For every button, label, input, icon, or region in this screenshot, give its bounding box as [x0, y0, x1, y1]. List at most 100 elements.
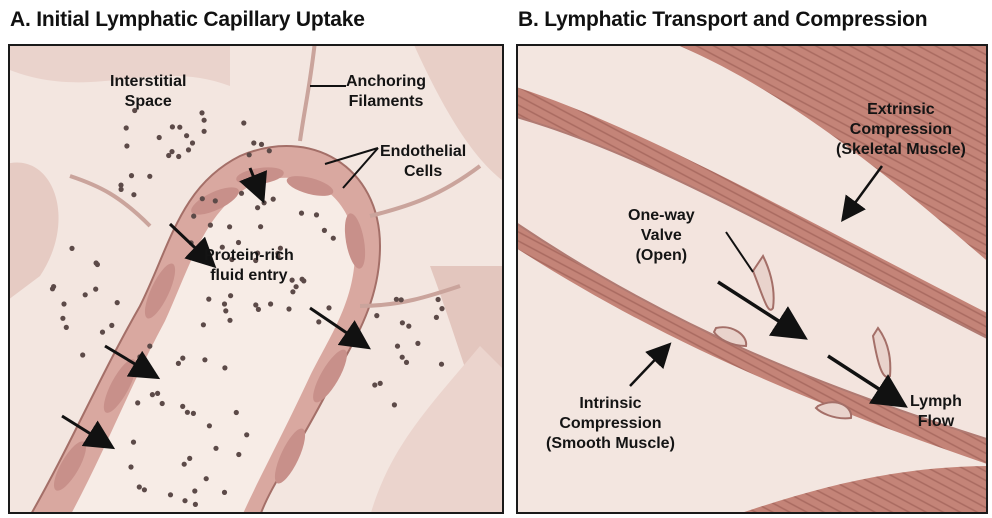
protein-particle — [228, 293, 233, 298]
skeletal-muscle — [718, 466, 988, 514]
protein-particle — [69, 246, 74, 251]
protein-particle — [207, 423, 212, 428]
protein-particle — [109, 323, 114, 328]
protein-particle — [322, 228, 327, 233]
protein-particle — [223, 308, 228, 313]
protein-particle — [290, 289, 295, 294]
protein-particle — [222, 301, 227, 306]
protein-particle — [168, 492, 173, 497]
protein-particle — [177, 125, 182, 130]
protein-particle — [244, 432, 249, 437]
protein-particle — [331, 236, 336, 241]
protein-particle — [439, 306, 444, 311]
protein-particle — [142, 487, 147, 492]
protein-particle — [80, 352, 85, 357]
protein-particle — [186, 147, 191, 152]
protein-particle — [436, 297, 441, 302]
protein-particle — [255, 205, 260, 210]
protein-particle — [294, 284, 299, 289]
protein-particle — [129, 173, 134, 178]
protein-particle — [300, 277, 305, 282]
protein-particle — [251, 140, 256, 145]
protein-particle — [206, 297, 211, 302]
protein-particle — [372, 382, 377, 387]
protein-particle — [191, 214, 196, 219]
label-endothelial-cells: EndothelialCells — [380, 142, 466, 182]
protein-particle — [185, 410, 190, 415]
protein-particle — [150, 392, 155, 397]
protein-particle — [137, 484, 142, 489]
protein-particle — [64, 325, 69, 330]
protein-particle — [135, 400, 140, 405]
protein-particle — [236, 240, 241, 245]
protein-particle — [262, 200, 267, 205]
extrinsic-compression-arrow — [844, 166, 882, 218]
protein-particle — [166, 153, 171, 158]
protein-particle — [184, 133, 189, 138]
protein-particle — [202, 357, 207, 362]
protein-particle — [155, 391, 160, 396]
panel-a-title: A. Initial Lymphatic Capillary Uptake — [10, 8, 365, 32]
protein-particle — [208, 223, 213, 228]
protein-particle — [222, 365, 227, 370]
protein-particle — [399, 297, 404, 302]
protein-particle — [83, 292, 88, 297]
protein-particle — [267, 148, 272, 153]
protein-particle — [204, 476, 209, 481]
protein-particle — [202, 129, 207, 134]
protein-particle — [201, 322, 206, 327]
protein-particle — [202, 118, 207, 123]
protein-particle — [395, 344, 400, 349]
protein-particle — [187, 456, 192, 461]
protein-particle — [256, 307, 261, 312]
panel-a-illustration: InterstitialSpace AnchoringFilaments End… — [8, 44, 504, 514]
protein-particle — [378, 381, 383, 386]
protein-particle — [200, 196, 205, 201]
protein-particle — [93, 287, 98, 292]
protein-particle — [176, 154, 181, 159]
protein-particle — [128, 464, 133, 469]
protein-particle — [236, 452, 241, 457]
anchoring-filament — [70, 176, 150, 226]
protein-particle — [213, 198, 218, 203]
protein-particle — [271, 197, 276, 202]
protein-particle — [227, 318, 232, 323]
protein-particle — [157, 135, 162, 140]
protein-particle — [192, 488, 197, 493]
protein-particle — [374, 313, 379, 318]
intrinsic-compression-arrow — [630, 346, 668, 386]
protein-particle — [299, 211, 304, 216]
protein-particle — [415, 341, 420, 346]
protein-particle — [406, 324, 411, 329]
protein-particle — [234, 410, 239, 415]
protein-particle — [400, 355, 405, 360]
protein-particle — [222, 490, 227, 495]
protein-particle — [50, 286, 55, 291]
protein-particle — [239, 191, 244, 196]
protein-particle — [439, 362, 444, 367]
protein-particle — [190, 140, 195, 145]
protein-particle — [147, 174, 152, 179]
tissue-strand — [10, 163, 59, 306]
protein-particle — [61, 301, 66, 306]
label-anchoring-filaments: AnchoringFilaments — [346, 72, 426, 112]
protein-particle — [147, 344, 152, 349]
protein-particle — [247, 152, 252, 157]
protein-particle — [115, 300, 120, 305]
capillary-lumen — [70, 178, 355, 514]
protein-particle — [170, 124, 175, 129]
protein-particle — [227, 224, 232, 229]
protein-particle — [434, 315, 439, 320]
protein-particle — [95, 262, 100, 267]
protein-particle — [400, 320, 405, 325]
protein-particle — [394, 297, 399, 302]
protein-particle — [326, 305, 331, 310]
protein-particle — [182, 462, 187, 467]
label-one-way-valve: One-wayValve(Open) — [628, 206, 695, 266]
protein-particle — [131, 192, 136, 197]
